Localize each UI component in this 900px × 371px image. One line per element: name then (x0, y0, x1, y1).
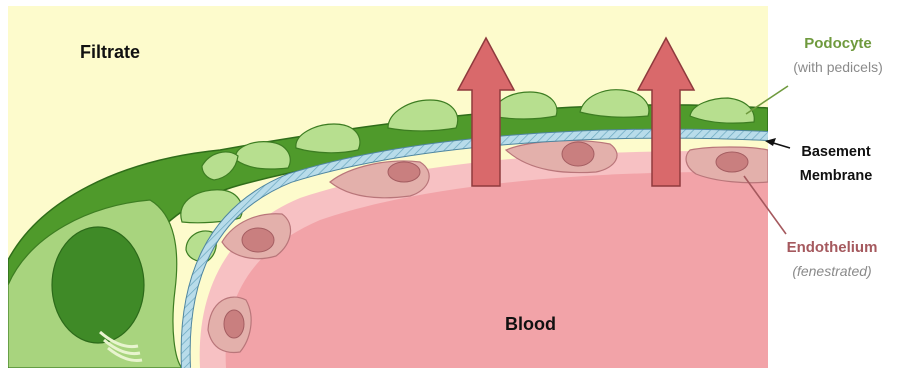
label-podocyte-note: (with pedicels) (793, 59, 882, 75)
label-basement-line2: Membrane (800, 168, 873, 184)
label-basement-line1: Basement (801, 144, 870, 160)
label-podocyte: Podocyte (804, 35, 872, 52)
label-endothelium-note: (fenestrated) (792, 263, 871, 279)
basement-membrane-pointer (765, 138, 790, 148)
podocyte-nucleus (52, 227, 144, 343)
label-blood: Blood (505, 314, 556, 334)
label-endothelium: Endothelium (787, 239, 878, 256)
label-filtrate: Filtrate (80, 42, 140, 62)
